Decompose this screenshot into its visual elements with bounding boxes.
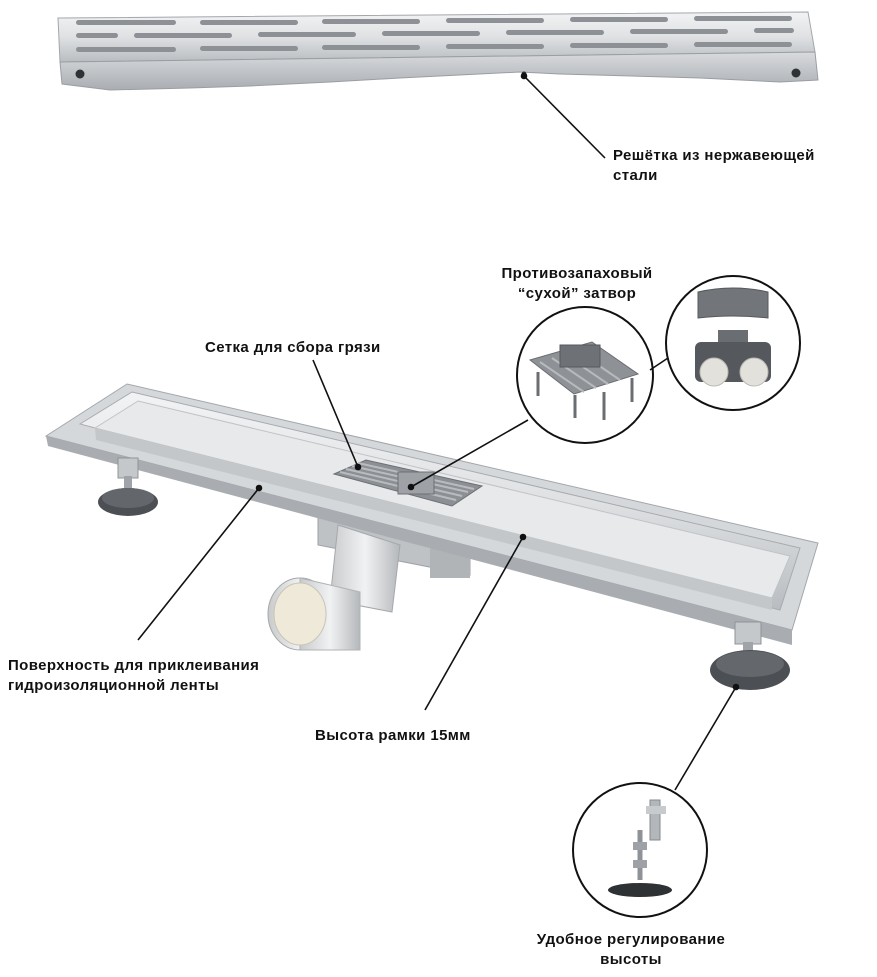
mesh-inset-leader [410,419,529,488]
height-adjust-label-line1: Удобное регулирование [536,931,726,948]
odor-trap-label-line1: Противозапаховый [501,265,653,282]
leader-lines [137,72,740,791]
inset-connector [649,357,669,371]
odor-trap-inset [665,275,801,411]
height-adjust-label: Удобное регулирование высоты [500,930,762,970]
mesh-leader-top [312,359,359,468]
grille-label: Решётка из нержавеющей стали [613,146,815,186]
grille-label-line1: Решётка из нержавеющей [613,147,815,164]
dirt-mesh-label: Сетка для сбора грязи [205,338,381,358]
height-adjustment-inset [572,782,708,918]
grille-label-line2: стали [613,167,658,184]
height-adjust-label-line2: высоты [600,951,662,968]
frame-height-label: Высота рамки 15мм [315,726,471,746]
left-adjustable-foot [98,457,158,516]
odor-trap-label-line2: “сухой” затвор [517,285,637,302]
stainless-grille [57,11,819,91]
odor-trap-label: Противозапаховый “сухой” затвор [479,264,675,304]
mesh-detail-inset [516,306,654,444]
right-adjustable-foot [710,621,790,690]
tape-surface-label-line1: Поверхность для приклеивания [8,657,260,674]
tape-surface-label: Поверхность для приклеивания гидроизоляц… [8,656,259,696]
drain-channel [44,383,819,690]
frame-height-leader [424,536,524,711]
tape-surface-label-line2: гидроизоляционной ленты [8,677,220,694]
tape-leader [137,487,260,641]
adjust-leader [674,686,737,791]
dirt-mesh-grate [332,459,484,507]
frame-height-label-text: Высота рамки 15мм [315,727,471,744]
dirt-mesh-label-text: Сетка для сбора грязи [205,339,381,356]
grille-leader [523,75,606,159]
